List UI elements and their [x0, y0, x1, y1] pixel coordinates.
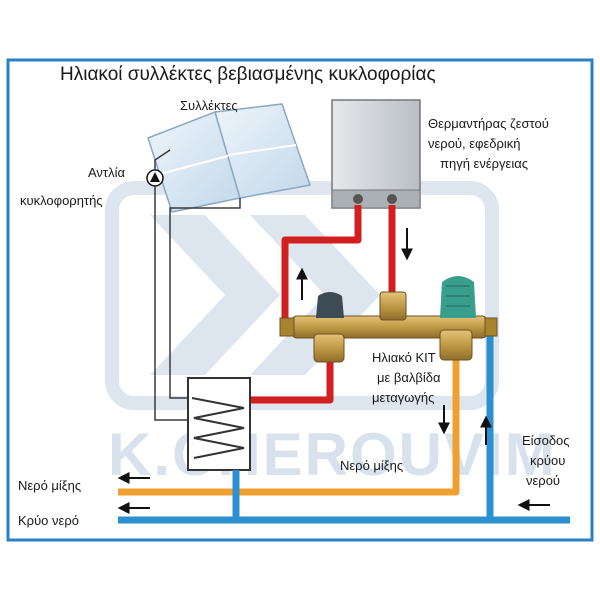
- cold-inlet-label-line1: Είσοδος: [522, 433, 570, 448]
- watermark-text: K.CHEROUVIM: [108, 421, 557, 488]
- cold-inlet-label-line3: νερού: [526, 473, 560, 488]
- heater-base: [331, 189, 421, 209]
- circulation-pump-icon: [146, 169, 164, 187]
- flow-arrows: [117, 228, 550, 514]
- mixed-water-center-label: Νερό μίξης: [340, 458, 403, 473]
- solar-kit-label-line3: μεταγωγής: [372, 390, 434, 405]
- solar-collector-panels: [147, 103, 311, 213]
- heater-label-line1: Θερμαντήρας ζεστού: [428, 116, 549, 131]
- hot-water-pipes: [250, 205, 396, 404]
- thermostatic-mixing-valve-icon: [440, 276, 476, 318]
- pump-label-line2: κυκλοφορητής: [20, 193, 103, 208]
- collectors-label: Συλλέκτες: [180, 98, 238, 113]
- diagram-frame: [6, 58, 594, 542]
- heater-label-line3: πηγή ενέργειας: [440, 156, 528, 171]
- mixed-water-out-label: Νερό μίξης: [18, 478, 81, 493]
- cold-inlet-label-line2: κρύου: [530, 453, 565, 468]
- heat-exchanger-coil: [191, 397, 245, 459]
- diagram-title: Ηλιακοί συλλέκτες βεβιασμένης κυκλοφορία…: [60, 64, 436, 85]
- heater-label-line2: νερού, εφεδρική: [428, 136, 521, 151]
- solar-kit-label-line2: με βαλβίδα: [377, 370, 441, 385]
- switching-valve-cap-icon: [316, 292, 344, 318]
- cold-water-out-label: Κρύο νερό: [18, 513, 79, 528]
- collector-loop-pipes: [154, 149, 241, 421]
- heater-inlet: [387, 194, 397, 204]
- storage-tank: [187, 377, 251, 471]
- solar-kit-label-line1: Ηλιακό ΚΙΤ: [372, 350, 436, 365]
- mixed-water-pipes: [118, 355, 460, 496]
- heater-outlet: [353, 194, 363, 204]
- solar-kit-manifold: [279, 291, 498, 363]
- pump-label-line1: Αντλία: [88, 165, 125, 180]
